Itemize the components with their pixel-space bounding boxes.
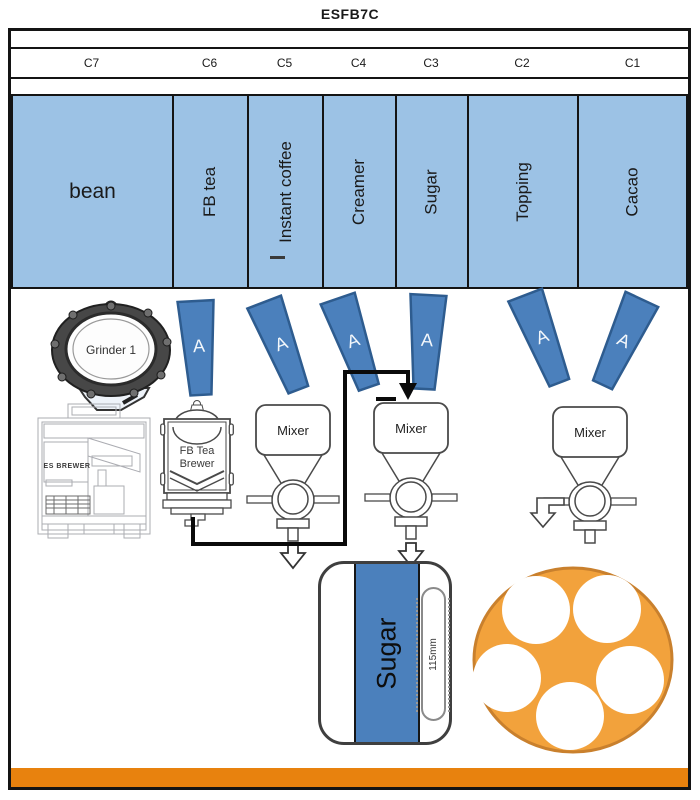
column-header-c5: C5 bbox=[276, 56, 293, 70]
column-header-c4: C4 bbox=[350, 56, 367, 70]
chute-label: A bbox=[533, 325, 551, 348]
chute-c2-icon: A bbox=[506, 287, 571, 389]
elbow-arrow-icon bbox=[529, 497, 565, 529]
chute-label: A bbox=[344, 329, 362, 352]
canister-cacao: Cacao bbox=[577, 96, 688, 287]
canister-label: FB tea bbox=[200, 166, 220, 217]
column-header-c2: C2 bbox=[514, 56, 530, 70]
gauge-ticks-right bbox=[448, 598, 450, 712]
cup-slot-2 bbox=[573, 575, 641, 643]
mixer-label: Mixer bbox=[277, 423, 309, 438]
down-arrow-icon bbox=[279, 544, 307, 570]
canister-fb-tea: FB tea bbox=[172, 96, 247, 287]
chute-c5-icon: A bbox=[245, 294, 310, 396]
mixer-label: Mixer bbox=[395, 421, 427, 436]
mixer-1-icon: Mixer bbox=[246, 404, 340, 570]
canister-mark bbox=[270, 256, 285, 259]
column-header-c3: C3 bbox=[423, 56, 439, 70]
width-gauge: 115mm bbox=[421, 587, 446, 721]
chute-c1-icon: A bbox=[591, 290, 660, 391]
cup-turret-icon bbox=[472, 566, 674, 754]
chute-c3-icon: A bbox=[409, 292, 448, 391]
canister-label: Instant coffee bbox=[275, 140, 295, 243]
header-row-bottom bbox=[11, 79, 688, 96]
canister-label: Cacao bbox=[622, 166, 642, 217]
grinder-label: Grinder 1 bbox=[86, 343, 136, 357]
cup-slot-5 bbox=[473, 644, 541, 712]
es-brewer-label: ES BREWER bbox=[44, 463, 91, 470]
machine-diagram: Grinder 1 bbox=[11, 287, 688, 787]
page-title: ESFB7C bbox=[320, 6, 380, 22]
canister-label: Topping bbox=[513, 161, 532, 222]
chute-c4-icon: A bbox=[318, 291, 381, 393]
bottom-accent-bar bbox=[11, 768, 688, 787]
canister-label: Creamer bbox=[349, 158, 369, 225]
width-gauge-label: 115mm bbox=[428, 637, 440, 671]
chute-c6-icon: A bbox=[176, 298, 215, 397]
fb-tea-brewer-label-1: FB Tea bbox=[180, 445, 216, 457]
cup-slot-3 bbox=[596, 646, 664, 714]
canister-instant-coffee: Instant coffee bbox=[247, 96, 322, 287]
canister-row: bean FB tea Instant coffee Creamer Sugar… bbox=[11, 96, 688, 289]
canister-label: bean bbox=[69, 179, 116, 203]
transfer-pipe-icon bbox=[191, 370, 417, 546]
grinder-icon: Grinder 1 bbox=[50, 300, 172, 411]
gauge-ticks-left bbox=[416, 598, 418, 712]
chute-label: A bbox=[192, 336, 205, 357]
arrowhead-icon bbox=[399, 383, 417, 400]
cup-slot-4 bbox=[536, 682, 604, 750]
chute-label: A bbox=[421, 330, 434, 351]
sugar-dispenser: Sugar 115mm bbox=[318, 561, 452, 745]
column-header-c1: C1 bbox=[624, 56, 641, 70]
canister-topping: Topping bbox=[467, 96, 577, 287]
down-arrow-icon bbox=[397, 542, 425, 568]
sugar-dispenser-band: Sugar bbox=[354, 564, 420, 742]
chute-label: A bbox=[272, 332, 290, 355]
canister-sugar: Sugar bbox=[395, 96, 467, 287]
canister-bean: bean bbox=[11, 96, 172, 287]
canister-code-row: C7 C6 C5 C4 C3 C2 C1 bbox=[11, 49, 688, 79]
fb-tea-brewer-icon: FB Tea Brewer bbox=[160, 400, 234, 527]
mixer-label: Mixer bbox=[574, 425, 606, 440]
canister-label: Sugar bbox=[422, 168, 441, 215]
sugar-dispenser-label: Sugar bbox=[371, 616, 402, 690]
column-header-c6: C6 bbox=[201, 56, 218, 70]
mixer-2-icon: Mixer bbox=[364, 402, 458, 568]
machine-layout-frame: C7 C6 C5 C4 C3 C2 C1 bean FB tea Instant… bbox=[8, 28, 691, 790]
column-header-c7: C7 bbox=[83, 56, 100, 70]
mixer-3-icon: Mixer bbox=[543, 406, 637, 544]
canister-creamer: Creamer bbox=[322, 96, 395, 287]
fb-tea-brewer-label-2: Brewer bbox=[180, 458, 215, 470]
header-row-top bbox=[11, 31, 688, 49]
cup-slot-1 bbox=[502, 576, 570, 644]
es-brewer-icon: ES BREWER bbox=[37, 403, 151, 539]
